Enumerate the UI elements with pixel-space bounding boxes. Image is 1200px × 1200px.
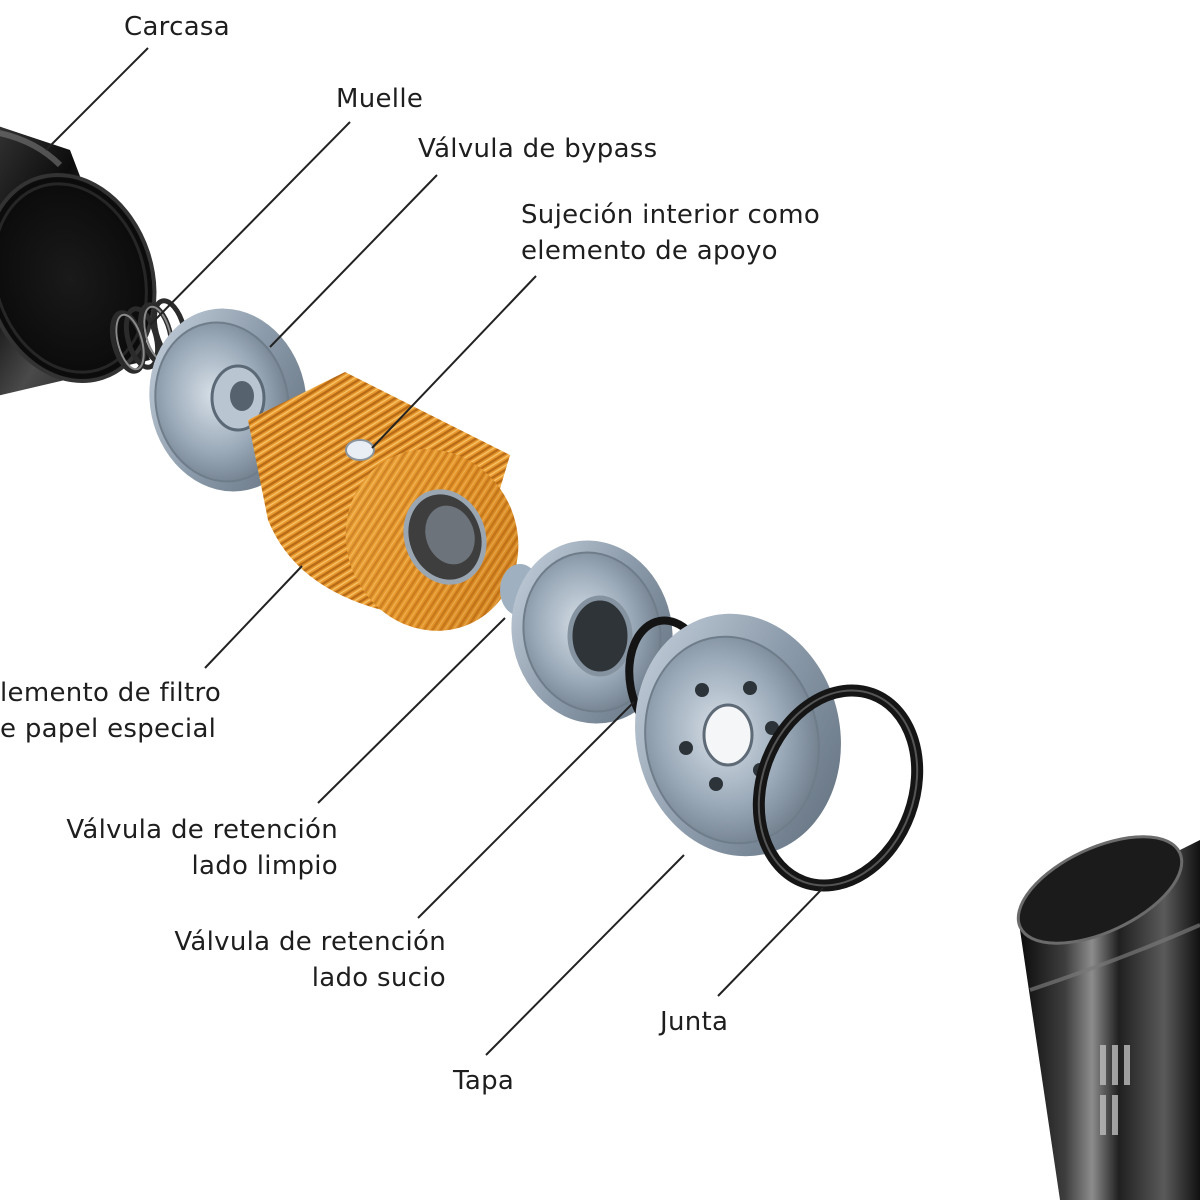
label-valvula-bypass: Válvula de bypass xyxy=(418,134,658,164)
label-muelle: Muelle xyxy=(336,84,424,114)
label-retencion-sucio: Válvula de retención lado sucio xyxy=(174,927,446,993)
paper-filter-element-part xyxy=(248,372,519,631)
label-carcasa: Carcasa xyxy=(124,12,231,42)
leader-lines xyxy=(45,47,824,1056)
check-valve-clean-part xyxy=(500,540,673,724)
label-retencion-limpio: Válvula de retención lado limpio xyxy=(66,815,338,881)
label-elemento-filtro: lemento de filtro e papel especial xyxy=(0,678,222,744)
label-junta: Junta xyxy=(660,1007,729,1037)
assembled-filter-canister xyxy=(1016,835,1200,1200)
label-sujecion-interior: Sujeción interior como elemento de apoyo xyxy=(521,200,821,266)
label-tapa: Tapa xyxy=(453,1066,515,1096)
cover-plate-part xyxy=(635,613,841,857)
gasket-ring-part xyxy=(752,684,924,892)
